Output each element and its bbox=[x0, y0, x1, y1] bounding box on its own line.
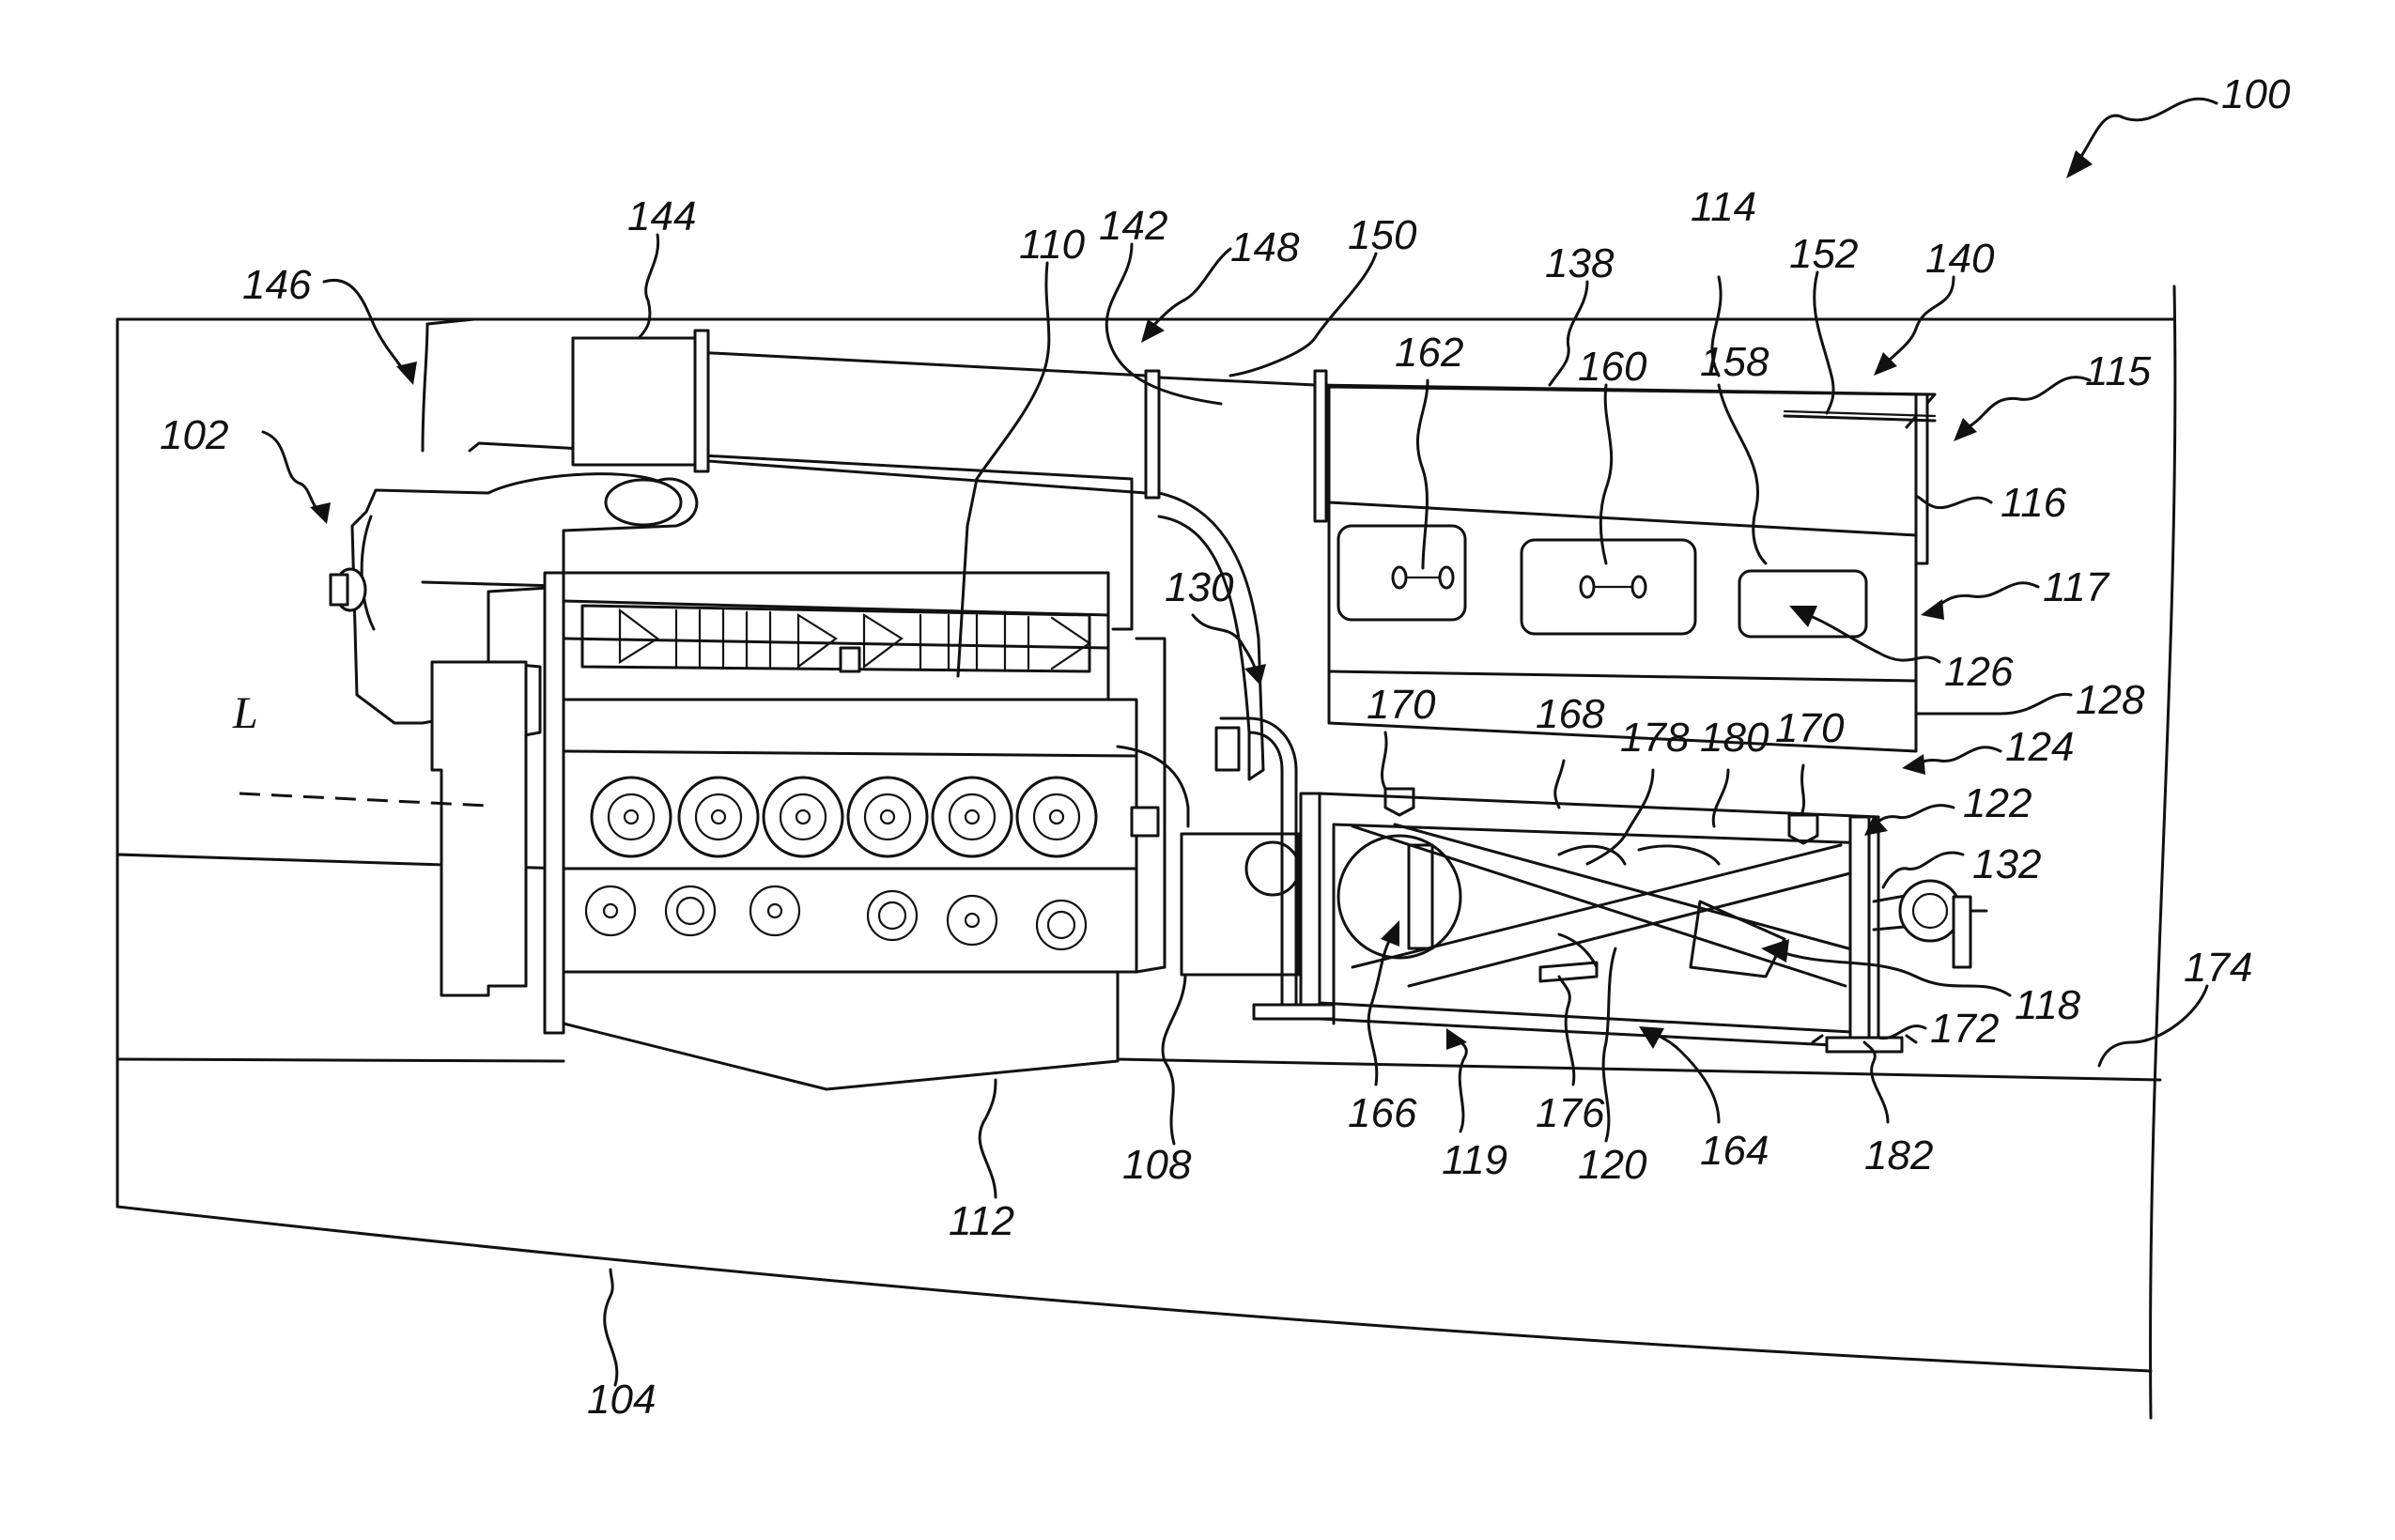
label-108: 108 bbox=[1122, 1142, 1192, 1188]
label-182: 182 bbox=[1864, 1132, 1933, 1178]
label-168: 168 bbox=[1536, 691, 1605, 737]
label-104: 104 bbox=[587, 1377, 656, 1423]
label-102: 102 bbox=[160, 412, 228, 458]
label-118: 118 bbox=[2015, 982, 2081, 1028]
label-166: 166 bbox=[1348, 1090, 1417, 1136]
label-126: 126 bbox=[1944, 649, 2014, 695]
label-124: 124 bbox=[2005, 724, 2074, 770]
label-112: 112 bbox=[949, 1198, 1014, 1244]
label-120: 120 bbox=[1578, 1142, 1647, 1188]
skid-frame bbox=[1320, 789, 1986, 1052]
label-178: 178 bbox=[1620, 715, 1690, 761]
label-117: 117 bbox=[2043, 564, 2110, 610]
label-100: 100 bbox=[2221, 71, 2291, 117]
label-160: 160 bbox=[1578, 344, 1647, 390]
label-162: 162 bbox=[1395, 330, 1463, 376]
drive-coupling bbox=[1118, 718, 1334, 1019]
label-130: 130 bbox=[1165, 564, 1234, 610]
label-140: 140 bbox=[1925, 236, 1995, 282]
label-170a: 170 bbox=[1367, 682, 1436, 728]
label-172: 172 bbox=[1930, 1006, 1999, 1052]
label-116: 116 bbox=[2001, 480, 2067, 526]
label-110: 110 bbox=[1019, 222, 1086, 268]
label-132: 132 bbox=[1972, 841, 2041, 887]
label-158: 158 bbox=[1700, 339, 1769, 385]
label-138: 138 bbox=[1545, 240, 1615, 286]
label-148: 148 bbox=[1230, 224, 1300, 270]
label-114: 114 bbox=[1691, 184, 1756, 230]
label-axis-L: L bbox=[232, 688, 258, 738]
label-142: 142 bbox=[1099, 203, 1167, 249]
label-128: 128 bbox=[2076, 677, 2145, 723]
label-144: 144 bbox=[627, 193, 696, 239]
label-164: 164 bbox=[1700, 1128, 1769, 1174]
label-176: 176 bbox=[1536, 1090, 1605, 1136]
label-115: 115 bbox=[2085, 348, 2152, 394]
label-146: 146 bbox=[242, 262, 312, 308]
engine bbox=[331, 443, 1165, 1089]
label-150: 150 bbox=[1348, 212, 1417, 258]
label-174: 174 bbox=[2184, 945, 2252, 991]
label-152: 152 bbox=[1789, 231, 1858, 277]
label-180: 180 bbox=[1700, 715, 1769, 761]
label-122: 122 bbox=[1963, 780, 2032, 826]
label-170b: 170 bbox=[1775, 705, 1845, 751]
label-119: 119 bbox=[1442, 1137, 1507, 1183]
